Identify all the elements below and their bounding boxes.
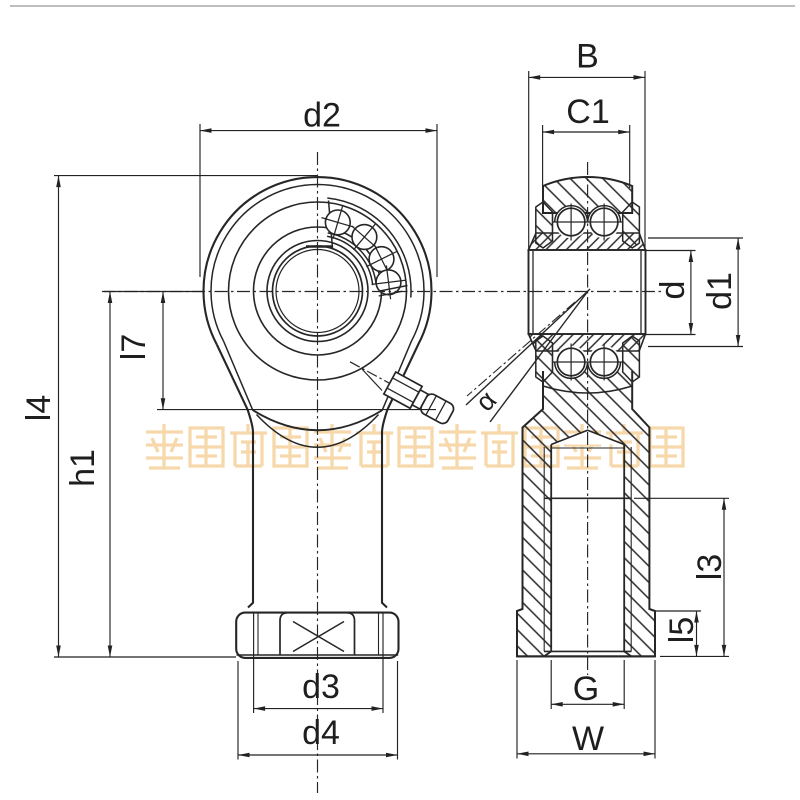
svg-text:l7: l7 (115, 334, 153, 360)
svg-text:G: G (573, 670, 599, 708)
svg-text:d2: d2 (303, 97, 341, 135)
svg-text:W: W (572, 720, 604, 758)
svg-text:d1: d1 (701, 272, 739, 310)
svg-text:B: B (576, 38, 599, 76)
svg-text:l5: l5 (663, 617, 701, 643)
svg-text:l3: l3 (691, 554, 729, 580)
svg-text:C1: C1 (566, 93, 609, 131)
svg-text:d: d (654, 281, 692, 300)
svg-text:l4: l4 (20, 395, 58, 421)
svg-text:d3: d3 (302, 668, 340, 706)
svg-text:h1: h1 (64, 449, 102, 487)
svg-text:d4: d4 (302, 714, 340, 752)
